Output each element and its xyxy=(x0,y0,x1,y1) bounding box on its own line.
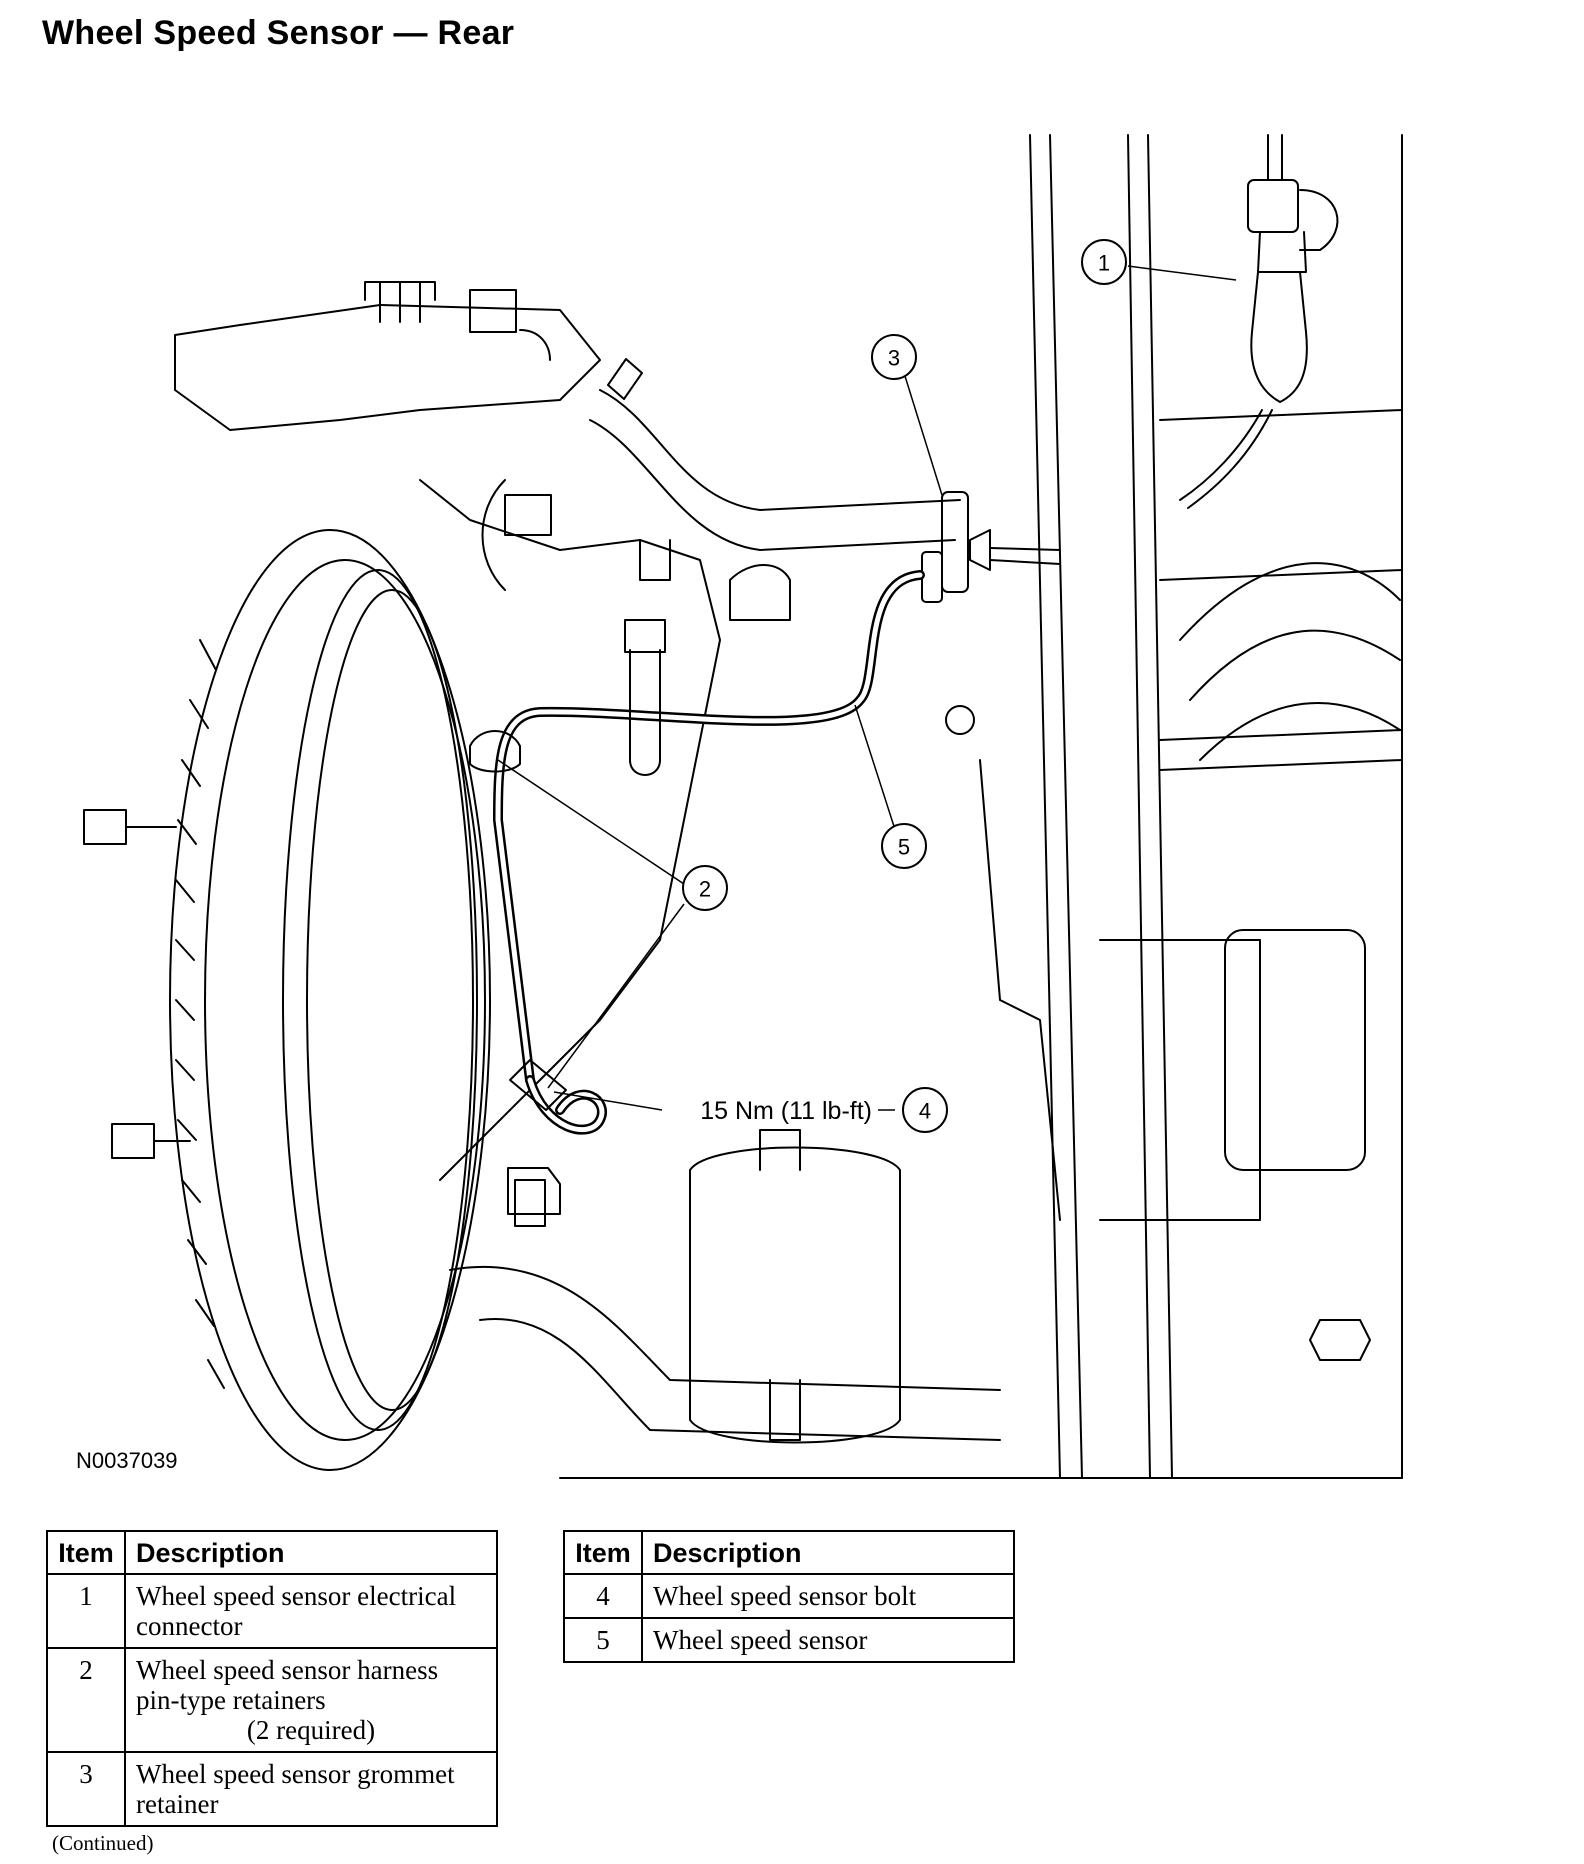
item-description: Wheel speed sensor harness pin-type reta… xyxy=(124,1647,498,1753)
callout-2-circle xyxy=(682,865,728,911)
callout-1: 1 xyxy=(1098,251,1110,276)
pin-retainer-lower xyxy=(509,1059,567,1111)
leader-5 xyxy=(854,704,900,843)
sensor-bolt xyxy=(507,1167,561,1227)
column-header-item: Item xyxy=(46,1530,126,1575)
item-number: 3 xyxy=(46,1751,126,1827)
shock-bracket xyxy=(945,705,1371,1361)
item-description: Wheel speed sensor bolt xyxy=(641,1573,1015,1619)
callout-3: 3 xyxy=(888,346,900,371)
column-header-description: Description xyxy=(641,1530,1015,1575)
table-row: 2 Wheel speed sensor harness pin-type re… xyxy=(46,1647,498,1753)
item-number: 4 xyxy=(563,1573,643,1619)
callout-3-circle xyxy=(871,334,917,380)
caliper-mount-bolts xyxy=(624,619,666,776)
callout-4: 4 xyxy=(919,1099,931,1124)
torque-spec: 15 Nm (11 lb-ft) xyxy=(700,1097,872,1125)
item-number: 2 xyxy=(46,1647,126,1753)
column-header-description: Description xyxy=(124,1530,498,1575)
knuckle xyxy=(419,479,791,1181)
items-table-right: Item Description 4 Wheel speed sensor bo… xyxy=(563,1530,1015,1663)
sensor-connector xyxy=(1179,134,1339,509)
brake-rotor xyxy=(169,529,491,1471)
table-row: 3 Wheel speed sensor grommet retainer xyxy=(46,1751,498,1827)
leader-2b xyxy=(547,903,685,1089)
brake-caliper xyxy=(174,281,601,431)
item-number: 1 xyxy=(46,1573,126,1649)
callout-2: 2 xyxy=(699,877,711,902)
callout-4-circle xyxy=(902,1087,948,1133)
table-row: 4 Wheel speed sensor bolt xyxy=(563,1573,1015,1619)
leader-3 xyxy=(899,359,943,496)
column-header-item: Item xyxy=(563,1530,643,1575)
continued-note: (Continued) xyxy=(52,1831,154,1855)
callout-1-circle xyxy=(1081,239,1127,285)
sensor-cable xyxy=(493,570,925,1135)
table-row: 5 Wheel speed sensor xyxy=(563,1617,1015,1663)
item-description: Wheel speed sensor xyxy=(641,1617,1015,1663)
technical-illustration: 1 2 3 4 5 15 Nm (11 lb-ft) xyxy=(83,134,1403,1479)
leader-1 xyxy=(1127,265,1237,281)
item-description: Wheel speed sensor grommet retainer xyxy=(124,1751,498,1827)
items-table-left: Item Description 1 Wheel speed sensor el… xyxy=(46,1530,498,1827)
callout-5-circle xyxy=(881,823,927,869)
brake-hose xyxy=(589,358,961,551)
table-row: 1 Wheel speed sensor electrical connecto… xyxy=(46,1573,498,1649)
page-title: Wheel Speed Sensor — Rear xyxy=(42,14,515,52)
item-description: Wheel speed sensor electrical connector xyxy=(124,1573,498,1649)
leader-4-bolt xyxy=(553,1091,663,1111)
stabilizer-link xyxy=(449,1129,1001,1444)
frame-rails xyxy=(1029,134,1403,1479)
item-note: (2 required) xyxy=(246,1715,376,1745)
callout-5: 5 xyxy=(898,835,910,860)
figure-id: N0037039 xyxy=(76,1448,178,1473)
pin-retainer-upper xyxy=(469,730,521,773)
leader-2a xyxy=(497,759,685,885)
wheel-studs xyxy=(83,809,191,1159)
item-number: 5 xyxy=(563,1617,643,1663)
